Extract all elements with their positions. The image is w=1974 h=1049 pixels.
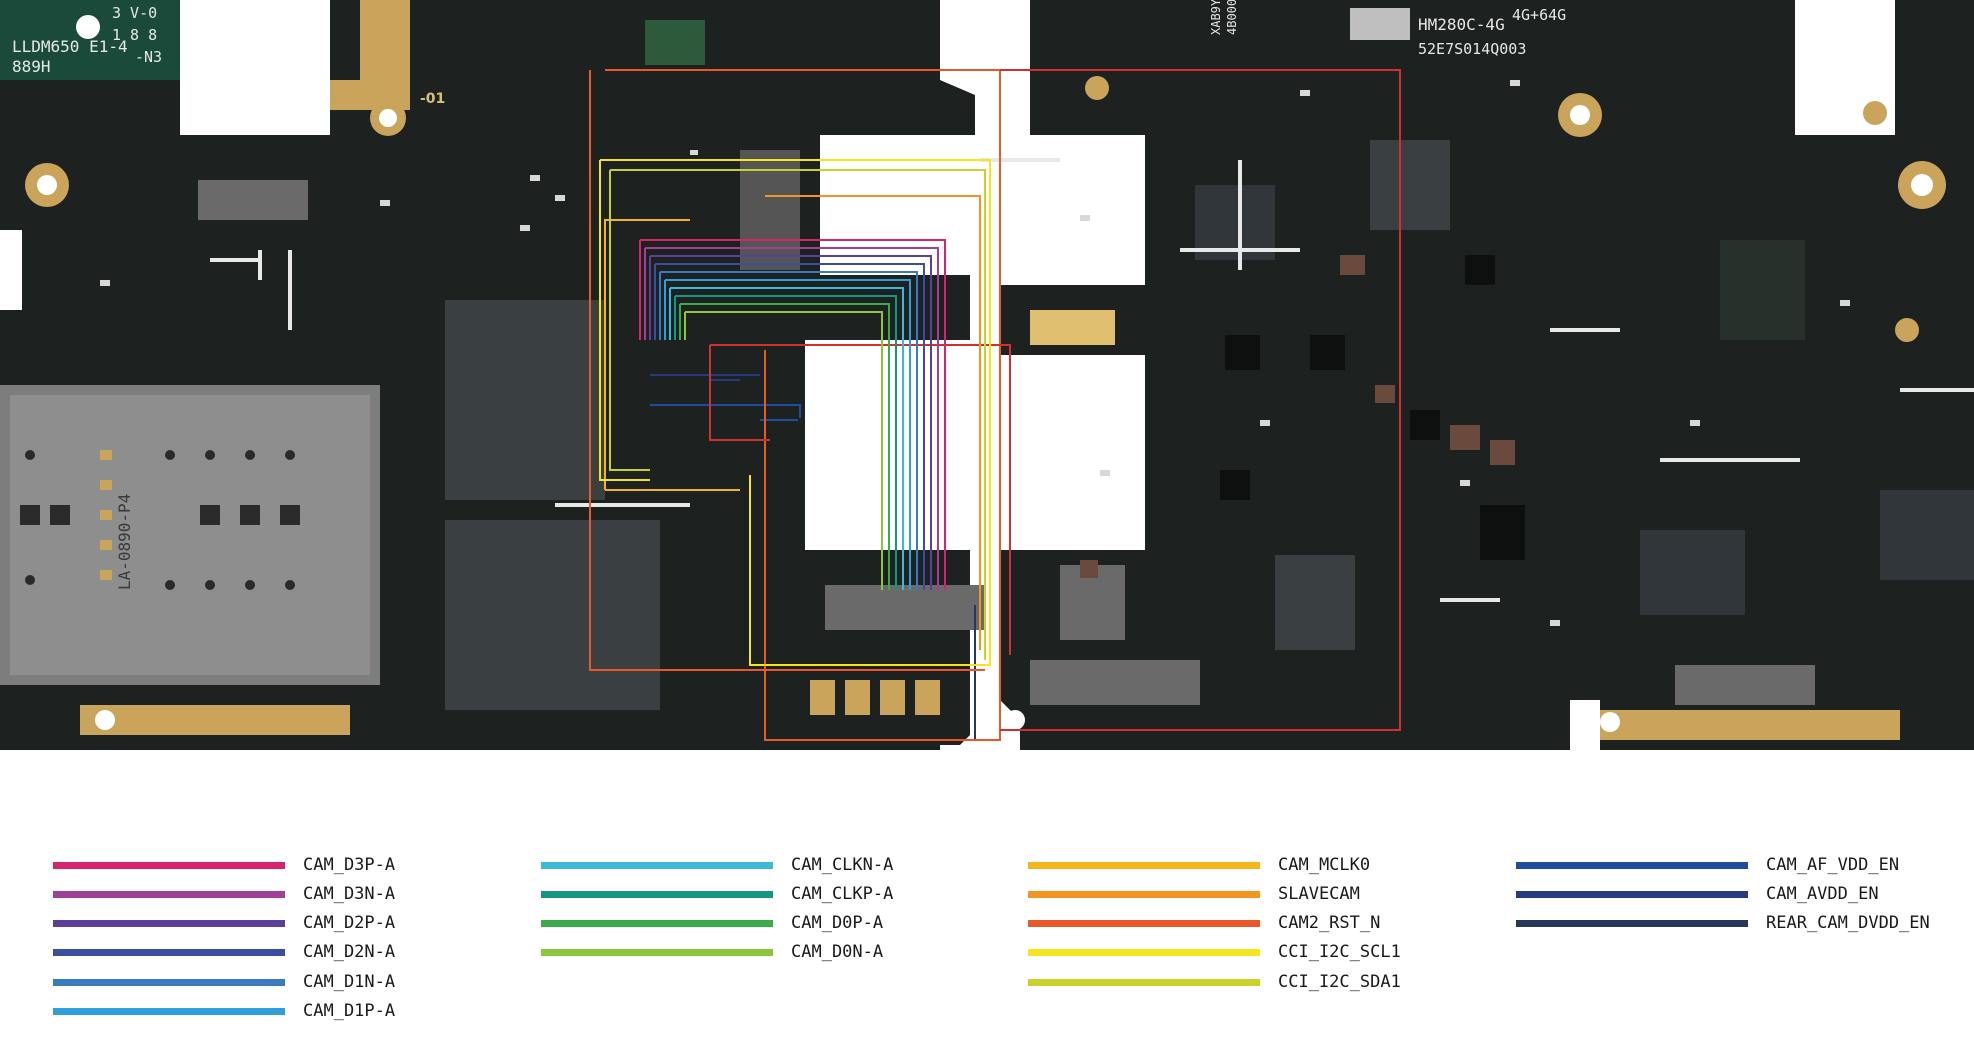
legend-label: CAM_D3P-A — [303, 855, 396, 875]
silk-tl1: LLDM650 E1-4 — [12, 37, 128, 56]
legend-label: CAM_D2N-A — [303, 942, 396, 962]
battery-contacts — [810, 680, 940, 715]
legend-swatch — [541, 891, 773, 898]
trace-cam-mclk0 — [604, 219, 740, 491]
trace-slavecam — [765, 195, 981, 650]
cert-block — [0, 0, 180, 80]
legend-label: CAM_D0P-A — [791, 913, 884, 933]
right-shield-a — [1275, 555, 1355, 650]
legend-label: CAM_D1N-A — [303, 972, 396, 992]
trace-cam-clkp — [674, 295, 897, 590]
legend-label: CCI_I2C_SCL1 — [1278, 942, 1401, 962]
legend-label: CAM_D0N-A — [791, 942, 884, 962]
sim-tray-dots — [25, 450, 295, 590]
legend-swatch — [53, 862, 285, 869]
legend-swatch — [1028, 891, 1260, 898]
sim-chip-label: LA-0890-P4 — [115, 494, 134, 590]
legend-swatch — [53, 949, 285, 956]
silk-mem3: 52E7S014Q003 — [1418, 40, 1526, 58]
legend-swatch — [1028, 949, 1260, 956]
legend-label: CAM2_RST_N — [1278, 913, 1381, 933]
right-ic-2 — [1880, 490, 1974, 580]
legend: CAM_D3P-A CAM_D3N-A CAM_D2P-A CAM_D2N-A … — [0, 820, 1974, 1049]
trace-cam-avdd-en — [650, 374, 760, 381]
trace-cam-d3p — [639, 239, 946, 590]
emmc-shield — [445, 520, 660, 710]
legend-swatch — [53, 979, 285, 986]
connector-lcd — [1030, 660, 1200, 705]
gold-strip — [80, 705, 350, 735]
trace-cam-clkn — [669, 287, 904, 590]
gold-bar — [1030, 310, 1115, 345]
legend-label: SLAVECAM — [1278, 884, 1360, 904]
sim-contacts — [100, 450, 112, 580]
camera-module — [645, 20, 705, 65]
legend-swatch — [53, 920, 285, 927]
soc-grid — [445, 300, 605, 500]
silk-mem2: 4G+64G — [1512, 6, 1566, 24]
trace-cam-d2n — [654, 263, 925, 590]
right-shield-b — [1370, 140, 1450, 230]
legend-label: CCI_I2C_SDA1 — [1278, 972, 1401, 992]
mic — [1350, 8, 1410, 40]
right-ic-4 — [1195, 185, 1275, 260]
ufl-connectors — [1085, 76, 1919, 342]
legend-swatch — [541, 862, 773, 869]
silk-tl4: 1 8 8 — [112, 26, 157, 44]
trace-cci-i2c-sda1 — [609, 169, 986, 660]
right-board — [1000, 0, 1974, 750]
mount-hole — [76, 15, 100, 39]
pcb-board-diagram: LLDM650 E1-4 889H 3 V-0 1 8 8 -N3 -01 LA… — [0, 0, 1974, 750]
legend-label: REAR_CAM_DVDD_EN — [1766, 913, 1930, 933]
legend-label: CAM_D1P-A — [303, 1001, 396, 1021]
legend-swatch — [53, 1008, 285, 1015]
sim-tray-pads — [20, 505, 300, 525]
silk-tl2: 889H — [12, 57, 51, 76]
legend-label: CAM_CLKN-A — [791, 855, 894, 875]
brown-parts — [1080, 255, 1515, 578]
trace-cam-d2p — [649, 255, 932, 590]
trace-cam-d3n — [644, 247, 939, 590]
legend-swatch — [541, 949, 773, 956]
gold-pad — [360, 0, 410, 80]
right-ic-3 — [1720, 240, 1805, 340]
legend-label: CAM_D2P-A — [303, 913, 396, 933]
legend-swatch — [541, 920, 773, 927]
legend-label: CAM_AVDD_EN — [1766, 884, 1879, 904]
legend-label: CAM_AF_VDD_EN — [1766, 855, 1900, 875]
trace-cam-d1p — [664, 279, 911, 590]
legend-swatch — [1516, 862, 1748, 869]
trace-cam-d0p — [679, 303, 890, 590]
model-label: -01 — [420, 91, 445, 107]
silk-chip2: 4B0007 — [1225, 0, 1239, 35]
trace-cam-af-vdd-en — [650, 404, 801, 421]
legend-swatch — [1028, 920, 1260, 927]
silk-tl3: 3 V-0 — [112, 4, 157, 22]
legend-swatch — [1028, 979, 1260, 986]
silk-tl5: -N3 — [135, 48, 162, 66]
legend-swatch — [1028, 862, 1260, 869]
right-ic-1 — [1640, 530, 1745, 615]
silk-mem1: HM280C-4G — [1418, 15, 1505, 34]
gold-strip — [1600, 710, 1900, 740]
legend-swatch — [1516, 920, 1748, 927]
trace-cci-i2c-scl1 — [599, 159, 991, 666]
trace-cam-d1n — [659, 271, 918, 590]
connector-left — [198, 180, 308, 220]
camera-socket — [740, 150, 800, 270]
legend-swatch — [53, 891, 285, 898]
silk-lines — [210, 158, 1974, 602]
connector-right — [1675, 665, 1815, 705]
legend-label: CAM_MCLK0 — [1278, 855, 1371, 875]
dark-chips — [1220, 255, 1525, 560]
legend-label: CAM_CLKP-A — [791, 884, 894, 904]
smd-components — [100, 80, 1850, 626]
legend-swatch — [1516, 891, 1748, 898]
trace-cam2-rst-n — [589, 69, 1001, 741]
silk-chip1: XAB9Y — [1209, 0, 1223, 35]
legend-label: CAM_D3N-A — [303, 884, 396, 904]
trace-red-main — [709, 69, 1401, 731]
connector-cam — [825, 585, 985, 630]
trace-cam-d0n — [684, 311, 883, 590]
